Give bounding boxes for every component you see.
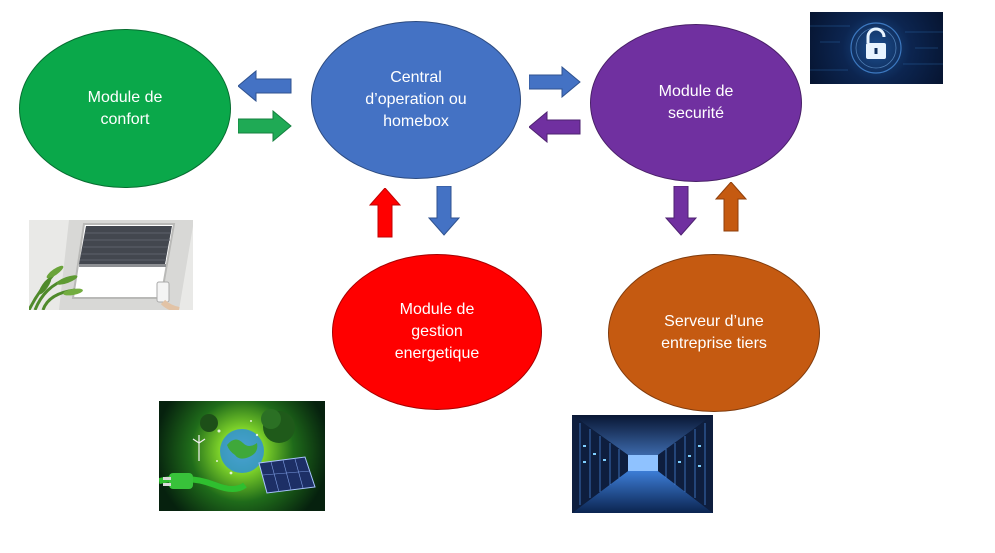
node-security-module: Module de securité — [590, 24, 802, 182]
node-energy-module: Module de gestion energetique — [332, 254, 542, 410]
arrow-central-to-security — [529, 66, 581, 98]
arrow-comfort-to-central — [238, 110, 292, 142]
arrow-shape — [529, 111, 581, 143]
arrow-server-to-security — [715, 182, 747, 232]
window-blind-icon — [29, 220, 193, 310]
node-energy-label: Module de gestion energetique — [394, 301, 480, 362]
arrow-shape — [238, 70, 292, 102]
green-energy-icon — [159, 401, 325, 511]
arrow-energy-to-central — [369, 188, 401, 238]
arrow-shape — [665, 186, 697, 236]
arrow-shape — [715, 182, 747, 232]
arrow-central-to-comfort — [238, 70, 292, 102]
padlock-icon — [810, 12, 943, 84]
node-central-homebox: Central d’operation ou homebox — [311, 21, 521, 179]
arrow-security-to-central — [529, 111, 581, 143]
server-room-icon — [572, 415, 713, 513]
arrow-shape — [529, 66, 581, 98]
arrow-shape — [238, 110, 292, 142]
node-comfort-module: Module de confort — [19, 29, 231, 188]
arrow-shape — [369, 188, 401, 238]
node-comfort-label: Module de confort — [87, 88, 163, 128]
arrow-shape — [428, 186, 460, 236]
node-central-label: Central d’operation ou homebox — [365, 69, 467, 130]
node-security-label: Module de securité — [658, 83, 734, 122]
node-server-label: Serveur d’une entreprise tiers — [661, 313, 767, 352]
arrow-central-to-energy — [428, 186, 460, 236]
node-server-third-party: Serveur d’une entreprise tiers — [608, 254, 820, 412]
arrow-security-to-server — [665, 186, 697, 236]
